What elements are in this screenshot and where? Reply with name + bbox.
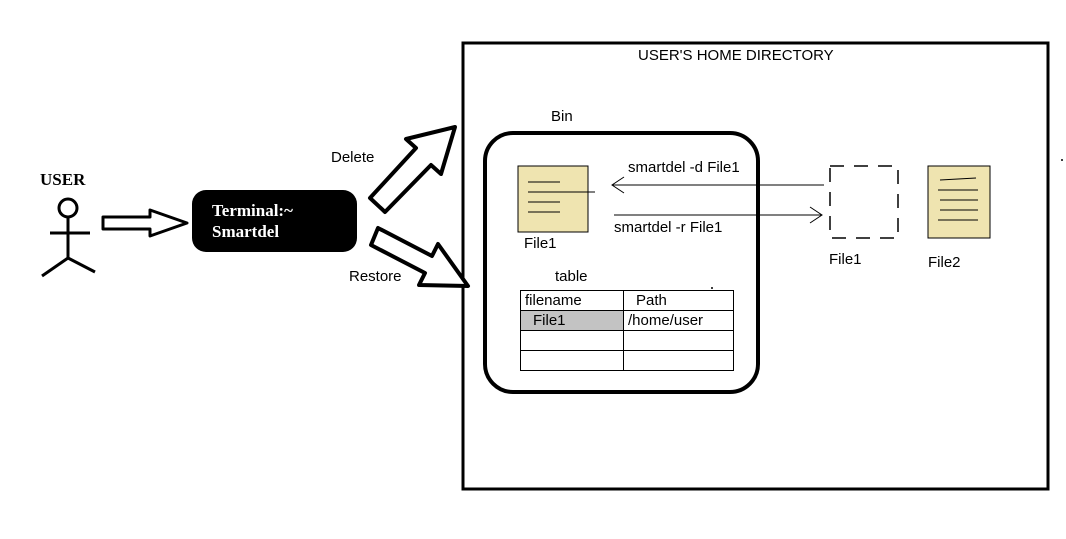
delete-arrow (368, 125, 457, 214)
speck (711, 287, 713, 289)
cell-filename: File1 (520, 310, 624, 331)
ghost-file1-icon (829, 165, 899, 239)
terminal-line1: Terminal:~ (212, 201, 293, 220)
speck (1061, 159, 1063, 161)
ghost-file1-label: File1 (829, 251, 862, 268)
bin-file1-icon (517, 165, 595, 233)
user-to-terminal-arrow (101, 208, 189, 238)
table-row (520, 350, 734, 371)
home-directory-title: USER'S HOME DIRECTORY (638, 47, 834, 64)
table-row: File1 /home/user (520, 310, 734, 331)
delete-command-arrow (611, 176, 824, 194)
user-stick-figure-icon (41, 197, 96, 278)
delete-command-label: smartdel -d File1 (628, 159, 740, 176)
bin-table: filename Path File1 /home/user (520, 290, 734, 371)
home-directory-frame (461, 41, 1050, 491)
file2-icon (927, 165, 991, 239)
bin-label: Bin (551, 108, 573, 125)
user-label: USER (40, 170, 86, 189)
header-path: Path (623, 290, 734, 311)
delete-label: Delete (331, 149, 375, 166)
file2-label: File2 (928, 254, 961, 271)
cell-filename (520, 330, 624, 351)
restore-command-arrow (614, 206, 823, 224)
terminal-line2: Smartdel (212, 222, 280, 241)
table-label: table (555, 268, 588, 285)
restore-label: Restore (349, 268, 402, 285)
restore-command-label: smartdel -r File1 (614, 219, 723, 236)
cell-path (623, 350, 734, 371)
cell-path: /home/user (623, 310, 734, 331)
terminal-box: Terminal:~ Smartdel (192, 190, 357, 252)
cell-filename (520, 350, 624, 371)
cell-path (623, 330, 734, 351)
restore-arrow (369, 226, 470, 288)
bin-container (483, 131, 760, 394)
bin-file1-label: File1 (524, 235, 557, 252)
table-header-row: filename Path (520, 290, 734, 311)
table-row (520, 330, 734, 351)
header-filename: filename (520, 290, 624, 311)
